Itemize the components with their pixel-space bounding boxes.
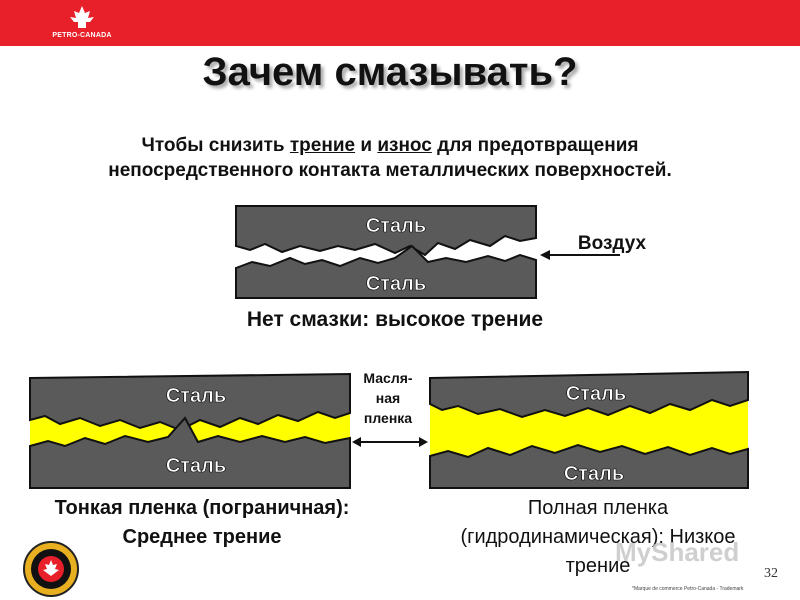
top-steel-block (429, 370, 749, 419)
oil-film-label: ная (376, 390, 400, 406)
page-number: 32 (764, 566, 778, 581)
logo-text: PETRO-CANADA (52, 32, 112, 39)
arrow-head-icon (540, 250, 550, 260)
steel-label: Сталь (166, 385, 226, 407)
caption-thin-film: Тонкая пленка (пограничная): Среднее тре… (54, 497, 350, 548)
quality-seal-icon (22, 540, 80, 598)
bottom-steel-block (29, 416, 351, 489)
thin-film-diagram (29, 372, 351, 489)
oil-film-label: пленка (364, 410, 412, 426)
intro-text: Чтобы снизить трение и износ для предотв… (40, 133, 740, 183)
top-steel-block (235, 205, 537, 257)
caption-full-film: Полная пленка (гидродинамическая): Низко… (460, 497, 736, 577)
bottom-steel-block (429, 443, 749, 489)
steel-label: Сталь (366, 273, 426, 295)
page-title: Зачем смазывать? (202, 50, 578, 94)
no-lube-diagram (235, 205, 620, 299)
steel-label: Сталь (366, 215, 426, 237)
steel-label: Сталь (566, 383, 626, 405)
header-bar: PETRO-CANADA (0, 0, 800, 46)
full-film-diagram (429, 370, 749, 489)
oil-film-label: Масля- (363, 370, 412, 386)
watermark: MyShared (615, 537, 740, 567)
top-steel-block (29, 372, 351, 432)
bottom-steel-block (235, 244, 537, 299)
caption-no-lube: Нет смазки: высокое трение (246, 308, 544, 331)
petro-canada-logo: PETRO-CANADA (52, 4, 112, 44)
oil-film-arrow (352, 437, 428, 447)
intro-line-1: Чтобы снизить трение и износ для предотв… (141, 135, 639, 156)
air-label: Воздух (578, 233, 647, 254)
steel-label: Сталь (166, 455, 226, 477)
steel-label: Сталь (564, 463, 624, 485)
maple-leaf-icon (70, 6, 94, 28)
trademark-note: *Marque de commerce Petro-Canada - Trade… (632, 586, 744, 592)
intro-line-2: непосредственного контакта металлических… (108, 160, 672, 181)
